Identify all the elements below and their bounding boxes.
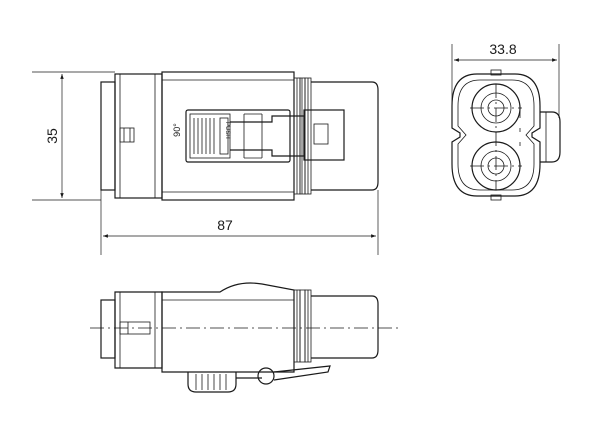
lever-tab (303, 109, 345, 161)
side-rear-cap (100, 299, 116, 359)
lever-tab-window (313, 123, 329, 145)
key-notch (119, 127, 135, 143)
front-nose (311, 81, 379, 191)
side-latch (187, 372, 237, 393)
side-latch-ridges (195, 374, 227, 390)
side-lever-arm (273, 365, 331, 381)
latch-frame (185, 109, 291, 163)
length-dimension: 87 (100, 190, 379, 255)
length-dimension-value: 87 (217, 217, 233, 233)
latch-ridges (193, 118, 215, 154)
end-view (451, 69, 561, 201)
latch-lever (230, 115, 305, 157)
rear-cap (100, 81, 116, 191)
height-dimension-value: 35 (44, 128, 60, 144)
width-dimension: 33.8 (451, 41, 560, 118)
width-dimension-value: 33.8 (489, 41, 516, 57)
side-front-nose (311, 295, 379, 359)
height-dimension: 35 (32, 71, 115, 201)
side-view (90, 282, 400, 393)
front-view: PUSH 90° (100, 71, 379, 201)
angle-label: 90° (172, 123, 182, 137)
side-main-body (161, 282, 295, 373)
lever-pivot (257, 367, 275, 385)
side-latch-tab (540, 111, 561, 163)
push-label: PUSH (224, 122, 230, 139)
